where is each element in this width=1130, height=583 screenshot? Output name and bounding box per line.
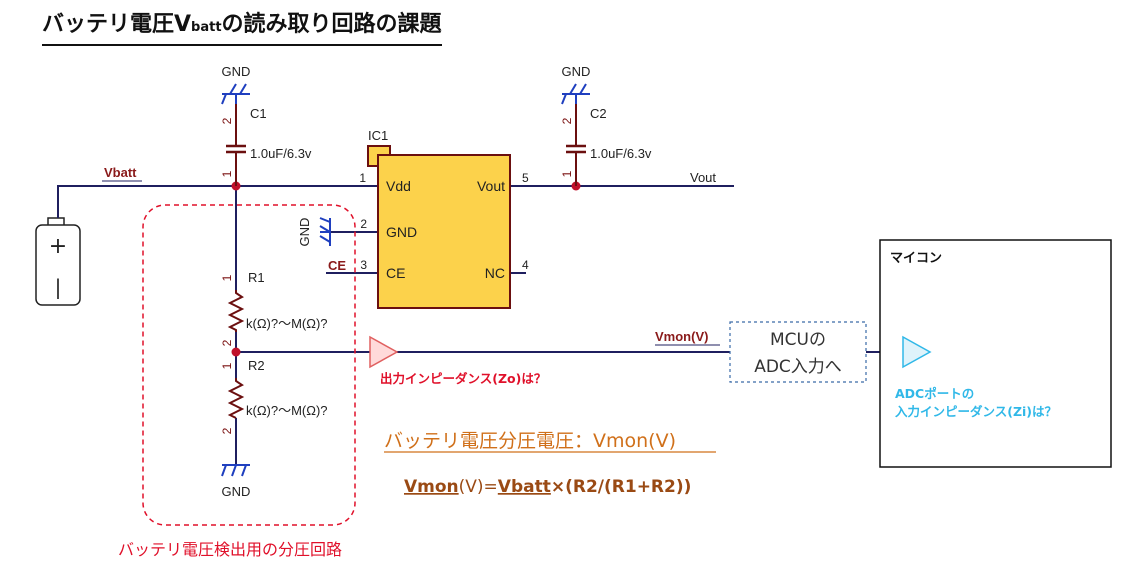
net-label-ce: CE xyxy=(328,258,346,273)
ic1-pin-num-5: 5 xyxy=(522,171,529,185)
mcu-adc-line1: MCUの xyxy=(770,330,826,350)
gnd-symbol-bottom xyxy=(221,464,250,477)
gnd-label-c1: GND xyxy=(222,64,251,79)
resistor-r2 xyxy=(227,378,245,419)
c2-ref: C2 xyxy=(590,106,607,121)
c2-value: 1.0uF/6.3v xyxy=(590,146,652,161)
mcu-adc-box xyxy=(729,321,867,383)
divider-highlight-box xyxy=(142,204,356,526)
adc-port-triangle xyxy=(902,335,932,369)
formula: Vmon(V)=Vbatt×(R2/(R1+R2)) xyxy=(404,477,691,497)
r2-pin1: 1 xyxy=(220,362,234,369)
battery-plus: + xyxy=(49,234,67,259)
gnd-symbol-c1 xyxy=(221,83,250,105)
c1-value: 1.0uF/6.3v xyxy=(250,146,312,161)
capacitor-c2 xyxy=(566,104,586,186)
adc-port-line1: ADCポートの xyxy=(895,386,974,401)
gnd-label-ic: GND xyxy=(297,218,312,247)
mcu-adc-line2: ADC入力へ xyxy=(754,357,842,377)
microcontroller-label: マイコン xyxy=(890,251,942,266)
ic1-pin-num-4: 4 xyxy=(522,258,529,272)
r1-pin1: 1 xyxy=(220,274,234,281)
ic1-pin-num-3: 3 xyxy=(360,258,367,272)
net-label-vout: Vout xyxy=(690,170,716,185)
ic1-ref: IC1 xyxy=(368,128,388,143)
svg-text:Vmon(V)=Vbatt×(R2/(R1+R2)): Vmon(V)=Vbatt×(R2/(R1+R2)) xyxy=(404,477,691,497)
c1-ref: C1 xyxy=(250,106,267,121)
ic1-body xyxy=(367,145,511,309)
battery: + | xyxy=(35,217,81,306)
ic1-pin-num-2: 2 xyxy=(360,217,367,231)
c1-pin2: 2 xyxy=(220,117,234,124)
divider-caption: バッテリ電圧検出用の分圧回路 xyxy=(118,540,342,559)
ic1-pin-name-ce: CE xyxy=(386,265,405,281)
page-title: バッテリ電圧Vbattの読み取り回路の課題 xyxy=(42,10,442,46)
ic1-pin-name-nc: NC xyxy=(485,265,505,281)
r1-value: k(Ω)?～M(Ω)? xyxy=(246,316,328,331)
gnd-label-bottom: GND xyxy=(222,484,251,499)
formula-unit: (V)= xyxy=(459,477,498,497)
ic1-pin-num-1: 1 xyxy=(359,171,366,185)
gnd-symbol-ic xyxy=(319,217,331,246)
divider-voltage-title: バッテリ電圧分圧電圧：Vmon(V) xyxy=(384,430,676,452)
adc-port-line2: 入力インピーダンス(Zi)は？ xyxy=(895,404,1057,419)
formula-vmon: Vmon xyxy=(404,477,459,497)
junction-vmon xyxy=(231,347,241,357)
ic1-pin-name-gnd: GND xyxy=(386,224,417,240)
net-label-vbatt: Vbatt xyxy=(104,165,137,180)
c2-pin1: 1 xyxy=(560,170,574,177)
output-port-triangle xyxy=(369,335,399,369)
c1-pin1: 1 xyxy=(220,170,234,177)
c2-pin2: 2 xyxy=(560,117,574,124)
battery-minus: | xyxy=(55,275,62,299)
ic1-pin-name-vdd: Vdd xyxy=(386,178,411,194)
r2-value: k(Ω)?～M(Ω)? xyxy=(246,403,328,418)
r2-pin2: 2 xyxy=(220,427,234,434)
net-label-vmon: Vmon(V) xyxy=(655,329,708,344)
r2-ref: R2 xyxy=(248,358,265,373)
capacitor-c1 xyxy=(226,104,246,186)
output-impedance-note: 出力インピーダンス(Zo)は？ xyxy=(380,371,546,386)
gnd-symbol-c2 xyxy=(561,83,590,105)
resistor-r1 xyxy=(227,290,245,332)
r1-pin2: 2 xyxy=(220,339,234,346)
gnd-label-c2: GND xyxy=(562,64,591,79)
ic1-pin-name-vout: Vout xyxy=(477,178,505,194)
r1-ref: R1 xyxy=(248,270,265,285)
formula-rest: ×(R2/(R1+R2)) xyxy=(551,477,692,497)
formula-vbatt: Vbatt xyxy=(498,477,551,497)
